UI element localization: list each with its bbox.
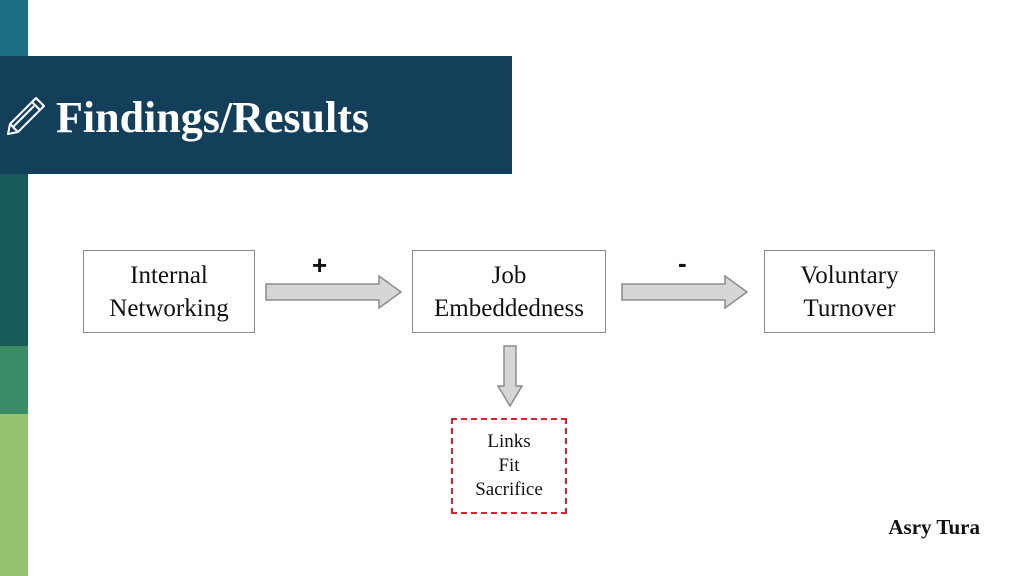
dimension-item: Fit	[498, 455, 520, 476]
author-name: Asry Tura	[888, 515, 980, 539]
side-strip-green	[0, 346, 28, 414]
node-voluntary-turnover: Voluntary Turnover	[764, 250, 935, 333]
title-bar	[0, 56, 512, 174]
slide-title: Findings/Results	[56, 93, 369, 142]
pencil-icon	[7, 97, 45, 135]
node-label-line: Networking	[109, 294, 229, 322]
negative-relation-sign: -	[678, 248, 687, 278]
node-job-embeddedness: Job Embeddedness	[412, 250, 606, 333]
node-label-line: Internal	[130, 261, 208, 289]
embeddedness-dimensions-box: Links Fit Sacrifice	[451, 418, 567, 514]
side-strip-light-green	[0, 414, 28, 576]
arrow-networking-to-embeddedness	[265, 274, 403, 310]
node-label-line: Voluntary	[800, 261, 899, 289]
dimension-item: Sacrifice	[475, 479, 543, 500]
node-internal-networking: Internal Networking	[83, 250, 255, 333]
positive-relation-sign: +	[312, 250, 328, 280]
side-strip-dark-teal	[0, 174, 28, 346]
dimension-item: Links	[487, 431, 531, 452]
node-label-line: Job	[491, 261, 527, 289]
node-label-line: Embeddedness	[434, 294, 584, 322]
arrow-embeddedness-to-dimensions	[496, 345, 524, 408]
node-label-line: Turnover	[803, 294, 896, 322]
arrow-embeddedness-to-turnover	[621, 274, 749, 310]
